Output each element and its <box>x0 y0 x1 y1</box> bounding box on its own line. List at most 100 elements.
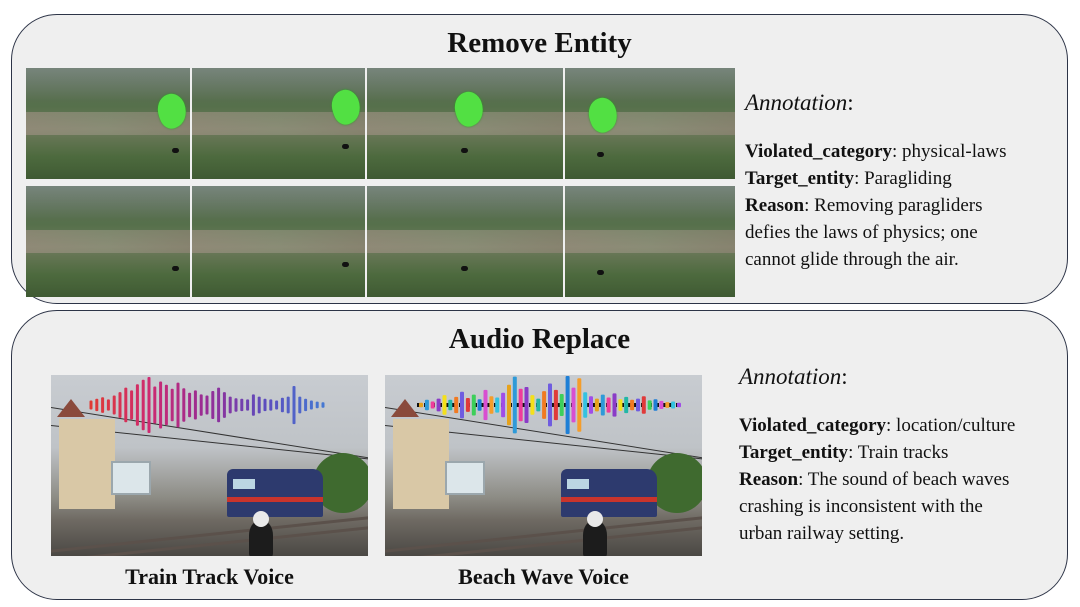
waveform-beach-wave <box>417 376 683 434</box>
waveform-bar <box>507 384 511 426</box>
bird <box>342 144 349 149</box>
waveform-bar <box>671 401 676 409</box>
waveform-bar <box>665 402 670 408</box>
waveform-bar <box>512 376 517 434</box>
waveform-bar <box>548 383 552 427</box>
waveform-bar <box>112 395 116 415</box>
violated-category: Violated_category: physical-laws <box>745 141 1007 162</box>
waveform-bar <box>489 396 494 414</box>
waveform-bar <box>518 388 523 422</box>
billboard <box>111 461 151 495</box>
waveform-bar <box>647 400 652 410</box>
waveform-bar <box>130 390 134 420</box>
waveform-bar <box>199 394 203 416</box>
annotation-remove-entity: Annotation: Violated_category: physical-… <box>745 89 1007 273</box>
violated-category: Violated_category: location/culture <box>739 415 1016 436</box>
building <box>393 419 449 509</box>
waveform-bar <box>170 388 174 422</box>
waveform-bar <box>101 397 105 413</box>
frame-edited-2 <box>192 186 365 297</box>
waveform-bar <box>286 396 290 414</box>
waveform-bar <box>454 396 459 414</box>
waveform-bar <box>304 398 308 412</box>
bird <box>461 266 468 271</box>
waveform-bar <box>164 384 168 426</box>
helmet <box>253 511 269 527</box>
waveform-bar <box>176 382 180 428</box>
scene-train-track <box>51 375 368 556</box>
waveform-bar <box>269 399 273 411</box>
waveform-bar <box>298 396 302 414</box>
waveform-bar <box>465 398 470 412</box>
waveform-bar <box>234 398 238 412</box>
bird <box>461 148 468 153</box>
waveform-bar <box>606 397 611 413</box>
waveform-bar <box>594 398 599 412</box>
waveform-bar <box>193 390 197 420</box>
frame-edited-1 <box>26 186 190 297</box>
waveform-bar <box>205 395 209 415</box>
waveform-bar <box>211 391 215 419</box>
reason: Reason: The sound of beach waves <box>739 469 1010 490</box>
waveform-bar <box>641 396 646 414</box>
reason: Reason: Removing paragliders <box>745 195 983 216</box>
waveform-bar <box>118 392 122 418</box>
waveform-bar <box>571 387 576 423</box>
waveform-bar <box>275 400 279 410</box>
waveform-train-track <box>89 377 325 433</box>
waveform-bar <box>530 395 535 415</box>
waveform-bar <box>315 401 319 409</box>
waveform-bar <box>135 384 139 426</box>
waveform-bar <box>483 389 488 421</box>
waveform-bar <box>321 402 325 408</box>
waveform-bar <box>460 391 464 419</box>
waveform-bar <box>309 400 313 410</box>
waveform-bar <box>600 394 605 416</box>
train <box>227 469 323 517</box>
waveform-bar <box>524 387 529 423</box>
waveform-bar <box>430 401 435 409</box>
waveform-bar <box>257 396 261 414</box>
waveform-bar <box>553 389 558 421</box>
reason-continued: cannot glide through the air. <box>745 249 959 270</box>
waveform-bar <box>424 399 429 411</box>
waveform-bar <box>624 396 629 414</box>
waveform-bar <box>246 399 250 411</box>
helmet <box>587 511 603 527</box>
building <box>59 419 115 509</box>
waveform-bar <box>636 398 640 412</box>
annotation-heading: Annotation: <box>745 90 854 115</box>
waveform-bar <box>536 398 541 412</box>
panel-title: Remove Entity <box>447 27 632 59</box>
waveform-bar <box>280 397 284 413</box>
remove-entity-panel: Remove Entity <box>11 14 1068 304</box>
caption-train-track-voice: Train Track Voice <box>125 564 294 589</box>
video-frame-grid <box>26 68 735 297</box>
waveform-bar <box>577 378 582 432</box>
waveform-bar <box>436 398 441 412</box>
waveform-bar <box>448 399 453 411</box>
bird <box>172 148 179 153</box>
waveform-bar <box>147 377 151 433</box>
audio-replace-panel: Audio Replace Train Track Voice Bea <box>11 310 1068 600</box>
target-entity: Target_entity: Paragliding <box>745 168 952 189</box>
waveform-bar <box>583 392 588 418</box>
waveform-bar <box>501 392 506 418</box>
waveform-bar <box>188 392 192 418</box>
waveform-bar <box>419 402 423 408</box>
waveform-bar <box>542 391 547 419</box>
waveform-bar <box>477 399 482 411</box>
waveform-bar <box>106 399 110 411</box>
bird <box>172 266 179 271</box>
waveform-bar <box>618 399 623 411</box>
frame-edited-3 <box>367 186 563 297</box>
waveform-bar <box>251 394 255 416</box>
train <box>561 469 657 517</box>
waveform-bar <box>471 394 476 416</box>
annotation-audio-replace: Annotation: Violated_category: location/… <box>739 363 1015 547</box>
bird <box>597 270 604 275</box>
waveform-bar <box>89 400 93 410</box>
waveform-bar <box>495 397 500 413</box>
waveform-bar <box>153 386 157 424</box>
frame-original-2 <box>192 68 365 179</box>
